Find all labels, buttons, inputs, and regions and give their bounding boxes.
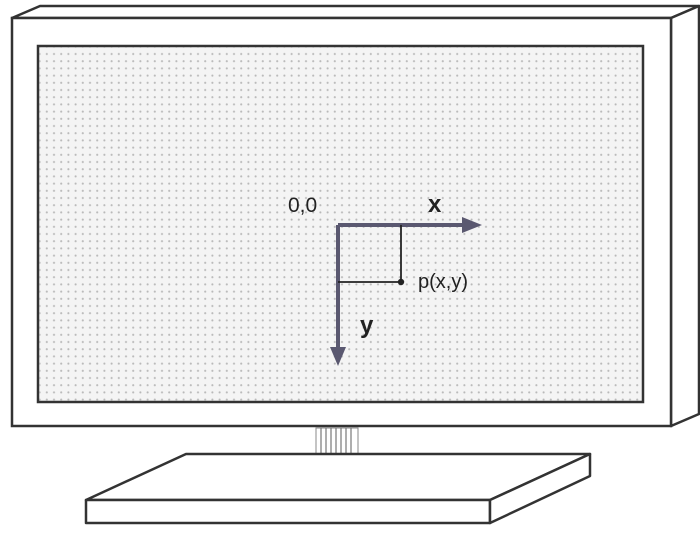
origin-label: 0,0 xyxy=(288,194,317,217)
point-marker xyxy=(397,278,405,286)
arrow-right-icon xyxy=(462,217,482,233)
base-front-face xyxy=(84,498,492,525)
coordinate-system: 0,0 x y p(x,y) xyxy=(288,191,482,366)
y-axis-label: y xyxy=(360,312,374,339)
x-axis-label: x xyxy=(428,191,442,218)
base-side-face xyxy=(488,452,592,525)
point-label: p(x,y) xyxy=(418,271,468,293)
monitor-icon xyxy=(10,4,700,428)
stand-base xyxy=(84,452,592,525)
arrow-down-icon xyxy=(330,347,346,366)
monitor-side-face xyxy=(669,4,700,428)
monitor-top-face xyxy=(10,4,700,20)
